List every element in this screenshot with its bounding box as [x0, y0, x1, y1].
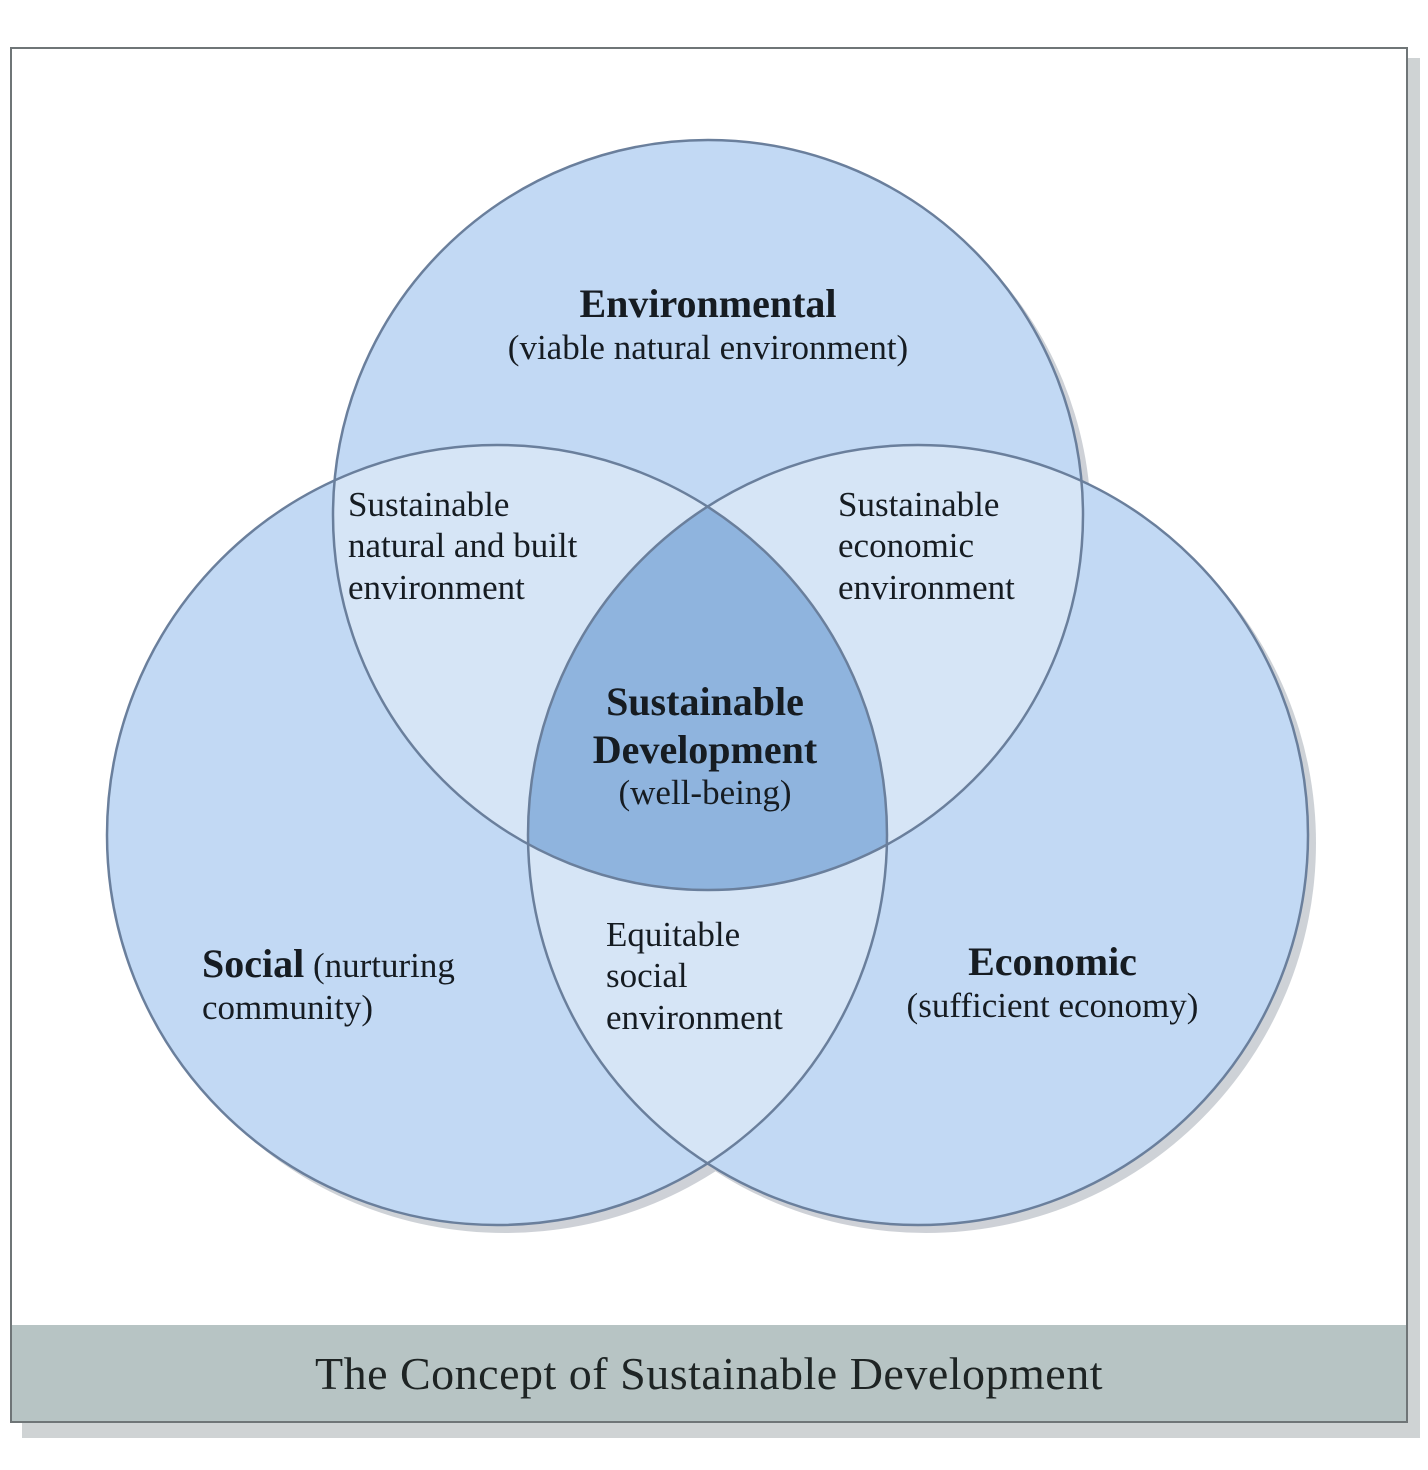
overlap-line: Sustainable	[348, 485, 510, 524]
center-title-line1: Sustainable	[606, 679, 804, 724]
overlap-line: environment	[838, 567, 1015, 607]
social-label: Social (nurturing community)	[202, 940, 532, 1028]
center-overlap	[528, 445, 887, 890]
center-label: Sustainable Development (well-being)	[520, 676, 890, 813]
economic-subtitle: (sufficient economy)	[906, 986, 1199, 1026]
center-subtitle: (well-being)	[618, 773, 792, 812]
caption-bar: The Concept of Sustainable Development	[12, 1325, 1406, 1421]
env-social-overlap-label: Sustainable natural and built environmen…	[348, 484, 648, 608]
social-subtitle-2: community)	[202, 988, 374, 1028]
environmental-label: Environmental (viable natural environmen…	[458, 280, 958, 368]
environmental-title: Environmental	[579, 281, 837, 326]
overlap-line: Sustainable	[838, 485, 1000, 524]
overlap-line: environment	[348, 567, 525, 607]
overlap-line: environment	[606, 997, 783, 1037]
overlap-line: social	[606, 956, 688, 996]
overlap-line: Equitable	[606, 915, 741, 954]
social-subtitle-1: (nurturing	[304, 946, 455, 985]
circle-outlines	[105, 138, 1310, 1227]
overlap-line: natural and built	[348, 526, 578, 566]
economic-label: Economic (sufficient economy)	[880, 938, 1225, 1026]
diagram-caption: The Concept of Sustainable Development	[314, 1347, 1104, 1399]
center-title-line2: Development	[592, 727, 818, 772]
overlap-line: economic	[838, 526, 975, 566]
social-economic-overlap-label: Equitable social environment	[606, 914, 836, 1038]
env-economic-overlap-label: Sustainable economic environment	[838, 484, 1078, 608]
economic-title: Economic	[968, 939, 1137, 984]
social-title: Social	[202, 941, 305, 986]
environmental-subtitle: (viable natural environment)	[507, 328, 909, 368]
